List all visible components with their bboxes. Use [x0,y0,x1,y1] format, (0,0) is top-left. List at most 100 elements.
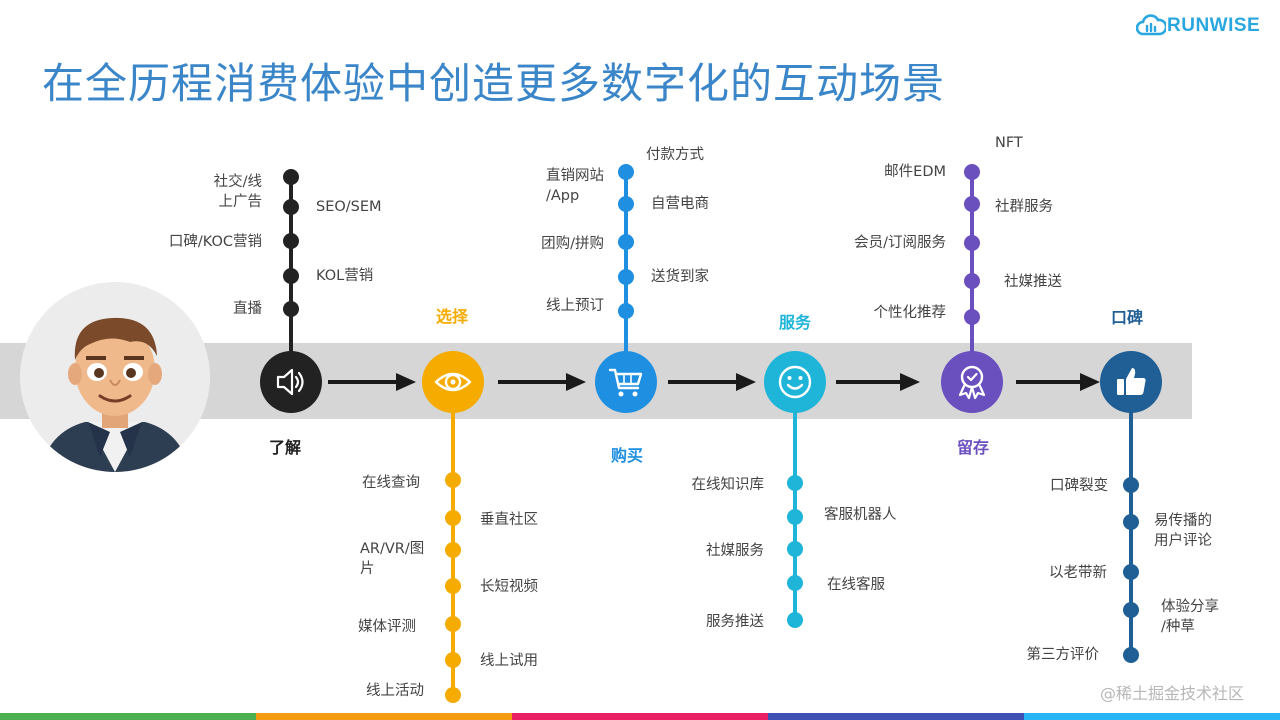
stage-retain-node [941,351,1003,413]
stage-choose-point [445,687,461,703]
award-icon [958,365,986,400]
stage-choose-point [445,542,461,558]
stage-word-of-mouth-item: 第三方评价 [1026,647,1100,663]
stage-service-point [787,612,803,628]
arrow-right-icon [1016,373,1100,391]
stage-understand-item: SEO/SEM [316,199,382,215]
bottom-bar-segment [256,713,512,720]
stage-service-point [787,575,803,591]
stage-word-of-mouth-label: 口碑 [1111,308,1144,327]
customer-avatar [20,282,210,472]
flow-arrow [668,370,756,394]
stage-understand-point [283,268,299,284]
stage-buy-node [595,351,657,413]
stage-understand-point [283,199,299,215]
arrow-right-icon [498,373,586,391]
bottom-bar-segment [512,713,768,720]
stage-service-item: 服务推送 [706,614,764,630]
stage-buy-stem [624,172,628,356]
stage-choose-point [445,510,461,526]
stage-retain-point [964,273,980,289]
stage-service-point [787,541,803,557]
stage-choose-item: AR/VR/图 片 [360,541,425,577]
stage-understand-item: 社交/线 上广告 [213,174,262,210]
thumbs-up-icon [1117,368,1146,395]
flow-arrow [836,370,920,394]
stage-buy-item: 线上预订 [546,298,604,314]
speaker-icon [276,368,304,396]
stage-retain-point [964,309,980,325]
stage-retain-item: 社媒推送 [1004,274,1062,290]
stage-retain-point [964,235,980,251]
stage-retain-label: 留存 [957,438,990,457]
stage-word-of-mouth-stem [1129,410,1133,658]
stage-word-of-mouth-point [1123,477,1139,493]
flow-arrow [328,370,416,394]
stage-service-item: 社媒服务 [706,543,764,559]
stage-choose-item: 媒体评测 [358,619,416,635]
stage-buy-item: 团购/拼购 [541,236,604,252]
stage-buy-item: 送货到家 [651,269,709,285]
stage-word-of-mouth-point [1123,564,1139,580]
stage-understand-stem [289,176,293,356]
person-icon [40,317,190,472]
stage-understand-item: KOL营销 [316,268,374,284]
stage-choose-label: 选择 [436,307,469,326]
stage-buy-point [618,196,634,212]
stage-understand-label: 了解 [269,438,302,457]
runwise-logo: RUNWISE [1136,12,1260,40]
stage-choose-point [445,472,461,488]
stage-understand-point [283,301,299,317]
stage-choose-item: 在线查询 [362,475,420,491]
bottom-color-bar [0,713,1280,720]
flow-arrow [1016,370,1100,394]
watermark: @稀土掘金技术社区 [1100,684,1245,703]
bottom-bar-segment [768,713,1024,720]
arrow-right-icon [668,373,756,391]
stage-buy-item: 直销网站 /App [546,168,604,204]
stage-choose-point [445,616,461,632]
stage-retain-item: 社群服务 [995,199,1053,215]
stage-word-of-mouth-node [1100,351,1162,413]
stage-choose-item: 长短视频 [480,579,538,595]
stage-retain-item: 个性化推荐 [873,305,947,321]
logo-text: RUNWISE [1167,15,1261,36]
stage-buy-point [618,164,634,180]
stage-buy-label: 购买 [611,446,644,465]
stage-word-of-mouth-point [1123,647,1139,663]
stage-retain-point [964,196,980,212]
arrow-right-icon [836,373,920,391]
stage-service-node [764,351,826,413]
bottom-bar-segment [0,713,256,720]
stage-choose-item: 垂直社区 [480,512,538,528]
stage-buy-point [618,234,634,250]
eye-icon [434,372,472,392]
stage-choose-point [445,578,461,594]
stage-understand-point [283,233,299,249]
stage-word-of-mouth-item: 口碑裂变 [1050,478,1108,494]
stage-word-of-mouth-point [1123,514,1139,530]
stage-buy-item: 自营电商 [651,196,709,212]
stage-understand-point [283,169,299,185]
stage-word-of-mouth-item: 以老带新 [1049,565,1107,581]
stage-word-of-mouth-item: 体验分享 /种草 [1161,599,1219,635]
stage-service-item: 在线知识库 [691,477,765,493]
stage-service-item: 在线客服 [827,577,885,593]
stage-choose-point [445,652,461,668]
stage-word-of-mouth-point [1123,602,1139,618]
stage-buy-point [618,269,634,285]
cart-icon [608,368,643,397]
stage-understand-item: 直播 [233,301,262,317]
stage-buy-item: 付款方式 [646,147,704,163]
stage-understand-node [260,351,322,413]
arrow-right-icon [328,373,416,391]
stage-retain-item: NFT [995,135,1023,151]
stage-retain-item: 会员/订阅服务 [854,235,946,251]
stage-choose-item: 线上活动 [366,683,424,699]
stage-word-of-mouth-item: 易传播的 用户评论 [1154,513,1212,549]
stage-service-point [787,475,803,491]
stage-choose-node [422,351,484,413]
stage-service-point [787,509,803,525]
stage-retain-item: 邮件EDM [884,164,946,180]
stage-service-item: 客服机器人 [824,507,897,523]
